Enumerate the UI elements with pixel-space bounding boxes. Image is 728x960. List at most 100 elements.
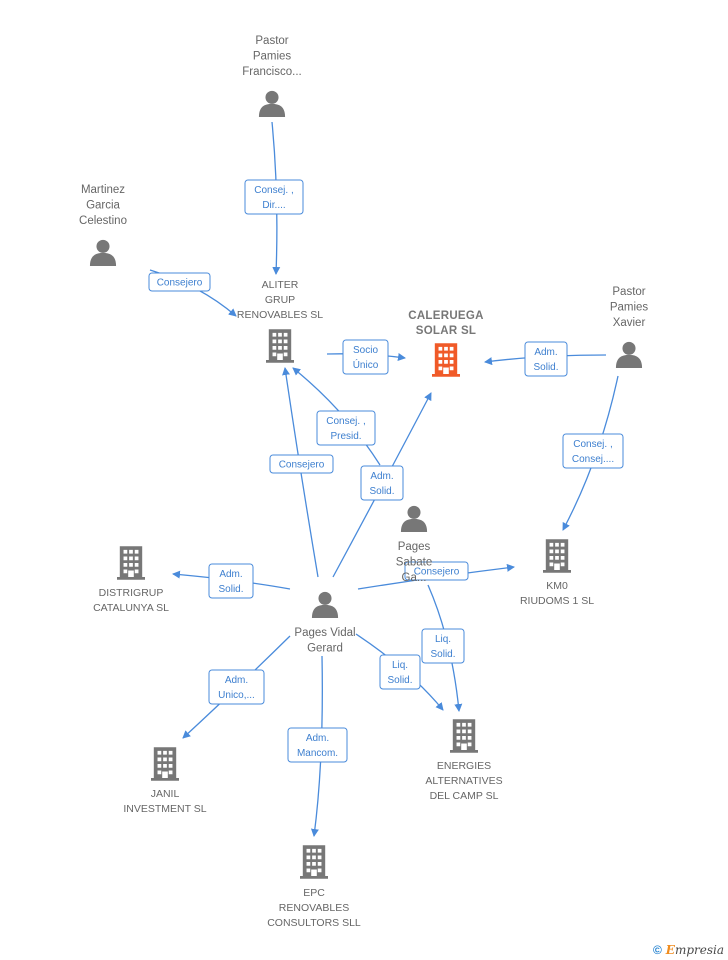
- brand-name: mpresia: [674, 943, 724, 957]
- relationship-label-text: Adm.: [219, 569, 242, 580]
- node-label: EPC: [303, 887, 325, 899]
- node-pages-sabate[interactable]: PagesSabateGa...: [396, 505, 432, 584]
- relationship-label-text: Liq.: [392, 660, 408, 671]
- node-label: CATALUNYA SL: [93, 602, 169, 614]
- brand-initial: E: [665, 943, 675, 957]
- node-label: RIUDOMS 1 SL: [520, 595, 594, 607]
- relationship-label[interactable]: Consej. , Presid.: [316, 410, 376, 446]
- relationship-label[interactable]: Adm. Unico,...: [208, 669, 265, 705]
- relationship-label-text: Solid.: [387, 675, 412, 686]
- relationship-label-box: [421, 628, 465, 664]
- building-icon: [151, 747, 179, 781]
- relationship-label-text: Consej....: [572, 454, 614, 465]
- node-label: Pastor: [255, 35, 288, 47]
- node-label: KM0: [546, 580, 568, 592]
- relationship-label-text: Consejero: [157, 278, 203, 289]
- relationship-label-text: Consej. ,: [254, 185, 293, 196]
- relationship-label-text: Socio: [353, 345, 378, 356]
- relationship-label-box: [287, 727, 348, 763]
- relationship-label[interactable]: Liq. Solid.: [379, 654, 421, 690]
- relationship-label-text: Adm.: [306, 733, 329, 744]
- node-label: CALERUEGA: [408, 310, 484, 322]
- node-label: Xavier: [613, 317, 646, 329]
- node-label: Pages Vidal: [294, 627, 355, 639]
- node-label: Ga...: [402, 572, 427, 584]
- relationship-label-box: [244, 179, 304, 215]
- node-distrigrup[interactable]: DISTRIGRUP CATALUNYA SL: [93, 546, 169, 614]
- node-label: DISTRIGRUP: [99, 587, 164, 599]
- node-label: Martinez: [81, 184, 125, 196]
- copyright-symbol: ©: [652, 943, 662, 957]
- node-label: ALITER: [262, 279, 299, 291]
- node-label: RENOVABLES SL: [237, 309, 323, 321]
- relationship-label-box: [342, 339, 389, 375]
- relationship-label-box: [316, 410, 376, 446]
- person-icon: [400, 505, 428, 532]
- node-label: Sabate: [396, 557, 432, 569]
- node-label: Gerard: [307, 643, 343, 655]
- node-label: DEL CAMP SL: [430, 790, 499, 802]
- node-label: Francisco...: [242, 66, 301, 78]
- relationship-label[interactable]: Adm.Mancom.: [287, 727, 348, 763]
- person-icon: [615, 341, 643, 368]
- node-pastor-francisco[interactable]: PastorPamiesFrancisco...: [242, 35, 302, 117]
- node-label: ENERGIES: [437, 760, 491, 772]
- relationship-label[interactable]: Adm. Solid.: [360, 465, 404, 501]
- relationship-label-text: Adm.: [370, 471, 393, 482]
- relationship-label[interactable]: Adm.Solid.: [524, 341, 568, 377]
- relationship-label[interactable]: Adm.Solid.: [208, 563, 254, 599]
- relationship-label-box: [208, 563, 254, 599]
- node-epc[interactable]: EPC RENOVABLES CONSULTORS SLL: [267, 845, 361, 929]
- relationship-label[interactable]: Consejero: [148, 272, 211, 292]
- node-label: Celestino: [79, 215, 127, 227]
- relationship-label-box: [208, 669, 265, 705]
- building-icon: [543, 539, 571, 573]
- relationship-label-text: Consejero: [414, 567, 460, 578]
- relationship-label[interactable]: Consejero: [269, 454, 334, 474]
- relationship-label[interactable]: Consej. , Consej....: [562, 433, 624, 469]
- empresia-watermark: ©Empresia: [653, 943, 724, 957]
- relationship-label-box: [562, 433, 624, 469]
- node-label: INVESTMENT SL: [123, 803, 206, 815]
- relationship-label-text: Adm.: [225, 675, 248, 686]
- relationship-label-text: Solid.: [369, 486, 394, 497]
- node-label: SOLAR SL: [416, 325, 477, 337]
- relationship-label[interactable]: Liq.Solid.: [421, 628, 465, 664]
- node-label: JANIL: [151, 788, 180, 800]
- node-caleruega[interactable]: CALERUEGA SOLAR SL: [408, 310, 484, 377]
- relationship-label-text: Único: [353, 358, 379, 371]
- edges-layer: Consej. ,Dir....ConsejeroSocioÚnicoAdm.S…: [148, 121, 624, 837]
- person-icon: [89, 239, 117, 266]
- relationship-label-text: Presid.: [330, 431, 361, 442]
- building-icon: [300, 845, 328, 879]
- node-label: Pages: [398, 541, 431, 553]
- node-label: Garcia: [86, 200, 120, 212]
- node-label: Pastor: [612, 286, 645, 298]
- node-janil[interactable]: JANIL INVESTMENT SL: [123, 747, 207, 815]
- person-icon: [258, 90, 286, 117]
- node-label: RENOVABLES: [279, 902, 349, 914]
- relationship-label-box: [360, 465, 404, 501]
- relationship-label[interactable]: Consej. ,Dir....: [244, 179, 304, 215]
- relationship-label-text: Solid.: [533, 362, 558, 373]
- node-label: CONSULTORS SLL: [267, 917, 361, 929]
- relationship-label[interactable]: Consejero: [404, 561, 469, 581]
- relationship-label-text: Consej. ,: [326, 416, 365, 427]
- node-energies[interactable]: ENERGIES ALTERNATIVES DEL CAMP SL: [425, 719, 503, 802]
- relationship-label-text: Consej. ,: [573, 439, 612, 450]
- node-label: Pamies: [610, 302, 649, 314]
- node-label: ALTERNATIVES: [425, 775, 502, 787]
- relationship-label-box: [379, 654, 421, 690]
- relationship-label-text: Unico,...: [218, 690, 255, 701]
- relationship-label-box: [148, 272, 211, 292]
- relationship-label-box: [404, 561, 469, 581]
- building-icon: [266, 329, 294, 363]
- relationship-label-box: [524, 341, 568, 377]
